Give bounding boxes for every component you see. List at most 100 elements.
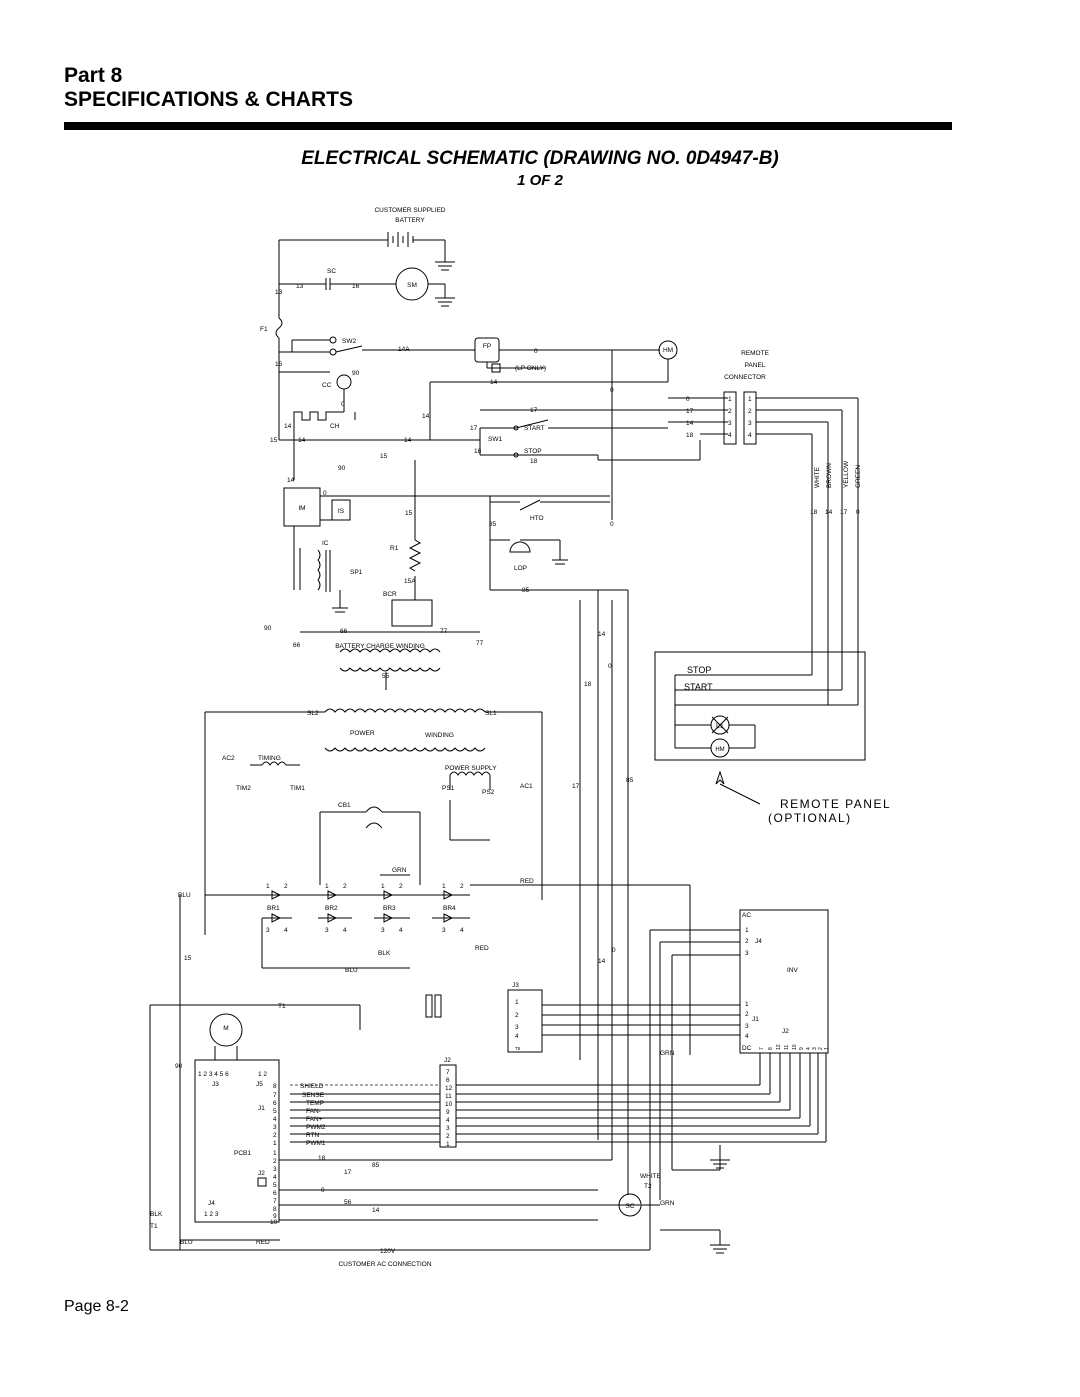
br-pin: 4 [399, 927, 403, 934]
j3-pin: 3 [515, 1024, 519, 1031]
label-l1: L1 [716, 723, 724, 730]
wire-17: 17 [470, 425, 478, 432]
label-j3-pins: 1 2 3 4 5 6 [198, 1071, 229, 1078]
battery-charge-winding-icon [339, 648, 441, 653]
j2-connector [439, 1064, 457, 1148]
wire-0: 0 [610, 521, 614, 528]
label-winding: WINDING [425, 732, 454, 739]
j1-pin: 3 [273, 1124, 277, 1131]
wire-14: 14 [490, 379, 498, 386]
inv-j2-pin: 4 [806, 1047, 812, 1050]
label-stop: STOP [524, 448, 542, 455]
rc-wire: 18 [686, 432, 694, 439]
label-im: IM [298, 505, 305, 512]
wire-0: 0 [341, 401, 345, 408]
br-pin: 1 [266, 883, 270, 890]
wire-17: 17 [344, 1169, 352, 1176]
label-tim2: TIM2 [236, 785, 251, 792]
wire-18: 18 [584, 681, 592, 688]
label-t1-1: T1 [278, 1003, 286, 1010]
wire-14: 14 [598, 631, 606, 638]
label-br3: BR3 [383, 905, 396, 912]
wire-55: 55 [382, 673, 390, 680]
signal-bus [290, 1053, 827, 1143]
wire-14: 14 [404, 437, 412, 444]
j1-pin: 8 [273, 1083, 277, 1090]
br-pin: 1 [325, 883, 329, 890]
remote-connector-right [743, 391, 757, 445]
label-is: IS [338, 508, 345, 515]
j2-pin: 12 [445, 1085, 453, 1092]
j1-pin: 6 [273, 1100, 277, 1107]
wire-85: 85 [489, 521, 497, 528]
fuse-icon [275, 317, 283, 339]
br-pin: 1 [381, 883, 385, 890]
label-lp-only: (LP ONLY) [515, 365, 546, 372]
label-t1-2: T1 [150, 1223, 158, 1230]
label-hm: HM [663, 347, 673, 354]
label-wire-white: WHITE [814, 466, 821, 488]
rc-pin: 1 [728, 396, 732, 403]
label-ic: IC [322, 540, 329, 547]
j1-pin: 4 [273, 1116, 277, 1123]
label-blu-2: BLU [345, 967, 358, 974]
label-bcr: BCR [383, 591, 397, 598]
label-sm: SM [407, 282, 417, 289]
wire-0: 0 [534, 348, 538, 355]
label-br4: BR4 [443, 905, 456, 912]
label-blu-1: BLU [178, 892, 191, 899]
wire-85: 85 [522, 587, 530, 594]
sig-4: FAN+ [306, 1116, 323, 1123]
sig-6: RTN [306, 1132, 320, 1139]
ground-icon [435, 261, 455, 271]
label-red-1: RED [520, 878, 534, 885]
label-grn-1: GRN [392, 867, 407, 874]
br-pin: 1 [442, 883, 446, 890]
label-wire-brown: BROWN [826, 463, 833, 488]
j2-pin: 4 [446, 1117, 450, 1124]
battery-symbol [279, 232, 446, 262]
label-blk-1: BLK [378, 950, 391, 957]
wire-15: 15 [270, 437, 278, 444]
label-white: WHITE [640, 1173, 662, 1180]
ground-icon [710, 1159, 730, 1169]
inverter-box [739, 909, 829, 1054]
label-j2-pcb: J2 [258, 1170, 265, 1177]
j1-pin: 5 [273, 1108, 277, 1115]
label-grn-3: GRN [660, 1050, 675, 1057]
bridge-rectifier-br1 [262, 890, 292, 923]
rc-bottom: 0 [856, 509, 860, 516]
label-j4-inv: J4 [755, 938, 762, 945]
j2-pin: 2 [446, 1133, 450, 1140]
wire-0: 0 [610, 387, 614, 394]
wire-15: 15 [380, 453, 388, 460]
inv-j2-pin: 12 [776, 1044, 782, 1050]
rc-wire: 0 [686, 396, 690, 403]
rc-pin: 3 [748, 420, 752, 427]
rc-pin: 3 [728, 420, 732, 427]
inv-j2-pin: 10 [792, 1044, 798, 1050]
j3-pin: 4 [515, 1033, 519, 1040]
j1-pin: 7 [273, 1092, 277, 1099]
label-j5: J5 [256, 1081, 263, 1088]
wire-66: 66 [293, 642, 301, 649]
inv-j2-pin: 9 [799, 1047, 805, 1050]
br-pin: 2 [460, 883, 464, 890]
label-r1: R1 [390, 545, 399, 552]
label-t5: T5 [515, 1046, 521, 1051]
wire-14: 14 [284, 423, 292, 430]
label-remote-start: START [684, 682, 713, 692]
label-m: M [223, 1025, 228, 1032]
wire-56: 56 [344, 1199, 352, 1206]
label-120v: 120V [380, 1248, 396, 1255]
label-pcb1: PCB1 [234, 1150, 251, 1157]
label-hto: HTO [530, 515, 544, 522]
ignition-module-box [283, 487, 321, 527]
wire-18: 18 [474, 448, 482, 455]
wire-14a: 14A [398, 346, 410, 353]
pointer-arrow-icon [715, 770, 725, 785]
br-pin: 2 [343, 883, 347, 890]
j2-pin: 11 [445, 1093, 452, 1100]
j2-pin: 10 [445, 1101, 453, 1108]
sig-0: SHIELD [300, 1083, 324, 1090]
